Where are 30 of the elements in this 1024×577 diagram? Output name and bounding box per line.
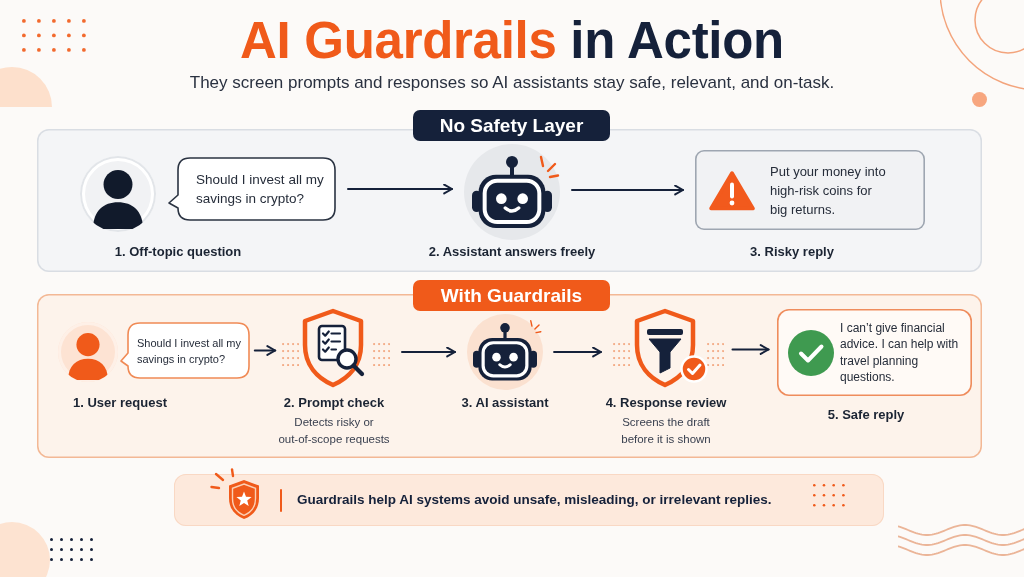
section-tab: No Safety Layer: [413, 110, 610, 141]
step-caption: 3. AI assistant: [461, 395, 549, 411]
arrow: [553, 346, 602, 358]
arrow: [347, 183, 453, 195]
speech-bubble: [168, 157, 336, 221]
arrow: [731, 344, 770, 355]
section-tab: With Guardrails: [413, 280, 610, 311]
speech-bubble: [120, 322, 250, 379]
info-banner: [174, 474, 884, 526]
step-caption: 4. Response review: [605, 395, 727, 411]
arrow: [571, 184, 684, 196]
reply-text: I can’t give financial advice. I can help with travel planning questions.: [840, 319, 960, 386]
reply-card: [695, 150, 925, 230]
arrow: [401, 346, 456, 358]
step-caption: 2. Prompt check: [283, 395, 385, 411]
step-caption: 3. Risky reply: [750, 244, 834, 260]
step-description: Screens the draft before it is shown: [620, 415, 712, 447]
speech-text: Should I invest all my savings in crypto?: [137, 335, 242, 367]
reply-text: Put your money into high-risk coins for big returns.: [770, 162, 887, 219]
title: AI Guardrails in Action: [240, 14, 784, 68]
step-caption: 2. Assistant answers freely: [428, 244, 596, 260]
banner-text: Guardrails help AI systems avoid unsafe, misleading, or irrelevant replies.: [297, 491, 772, 509]
reply-card: [777, 309, 972, 396]
subtitle: They screen prompts and responses so AI assistants stay safe, relevant, and on-task.: [189, 73, 835, 93]
step-description: Detects risky or out-of-scope requests: [277, 415, 391, 447]
step-caption: 5. Safe reply: [827, 407, 905, 423]
step-caption: 1. Off-topic question: [114, 244, 242, 260]
arrow: [253, 345, 277, 356]
step-caption: 1. User request: [73, 395, 167, 411]
speech-text: Should I invest all my savings in crypto?: [196, 171, 325, 208]
